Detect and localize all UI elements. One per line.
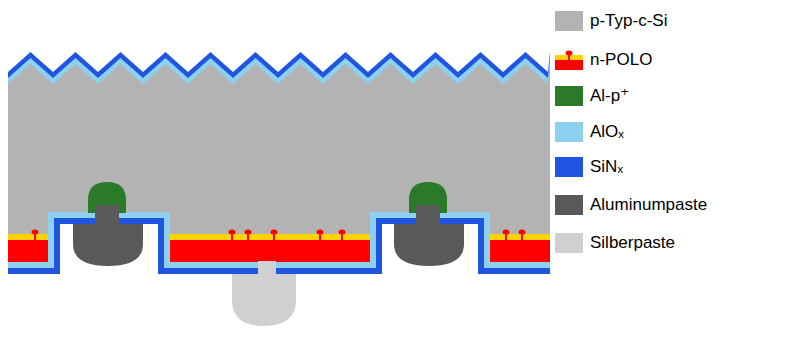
contact-opening [416, 205, 440, 225]
contact-opening [258, 261, 276, 276]
legend-label: SiNₓ [590, 156, 623, 178]
legend-row: Aluminumpaste [555, 193, 775, 217]
interface-oxide [490, 234, 550, 241]
legend-swatch [555, 86, 583, 106]
legend-row: SiNₓ [555, 155, 775, 179]
alox-layer [8, 58, 550, 268]
legend-swatch [555, 122, 583, 142]
legend-swatch [555, 157, 583, 177]
n-polo-layer [8, 240, 48, 262]
legend-row: Silberpaste [555, 231, 775, 255]
pinhole-mark [317, 230, 324, 241]
legend-label: AlOₓ [590, 121, 624, 143]
contact-opening [95, 205, 119, 225]
interface-oxide [170, 234, 370, 241]
legend-row: p-Typ-c-Si [555, 9, 775, 33]
pinhole-mark [519, 230, 526, 241]
interface-oxide [8, 234, 48, 241]
pinhole-mark [271, 230, 278, 241]
pinhole-mark [503, 230, 510, 241]
legend-swatch [555, 195, 583, 215]
legend-swatch [555, 11, 583, 31]
legend-label: p-Typ-c-Si [590, 10, 667, 32]
aluminum-paste [394, 224, 464, 266]
legend-label: n-POLO [590, 49, 652, 71]
aluminum-contact [73, 182, 143, 266]
legend-label: Aluminumpaste [590, 194, 707, 216]
legend-row: n-POLO [555, 48, 775, 72]
aluminum-paste [73, 224, 143, 266]
pinhole-mark [32, 230, 39, 241]
pinhole-mark [245, 230, 252, 241]
sinx-layer [8, 52, 550, 274]
pinhole-mark [229, 230, 236, 241]
legend-label: Silberpaste [590, 232, 675, 254]
pinhole-mark [339, 230, 346, 241]
legend-label: Al-p⁺ [590, 85, 629, 107]
legend-row: AlOₓ [555, 120, 775, 144]
legend-row: Al-p⁺ [555, 84, 775, 108]
n-polo-layer [490, 240, 550, 262]
silver-paste [232, 274, 296, 326]
aluminum-contact [394, 182, 464, 266]
legend-swatch [555, 50, 583, 70]
legend-swatch [555, 233, 583, 253]
n-polo-layer [170, 240, 370, 262]
